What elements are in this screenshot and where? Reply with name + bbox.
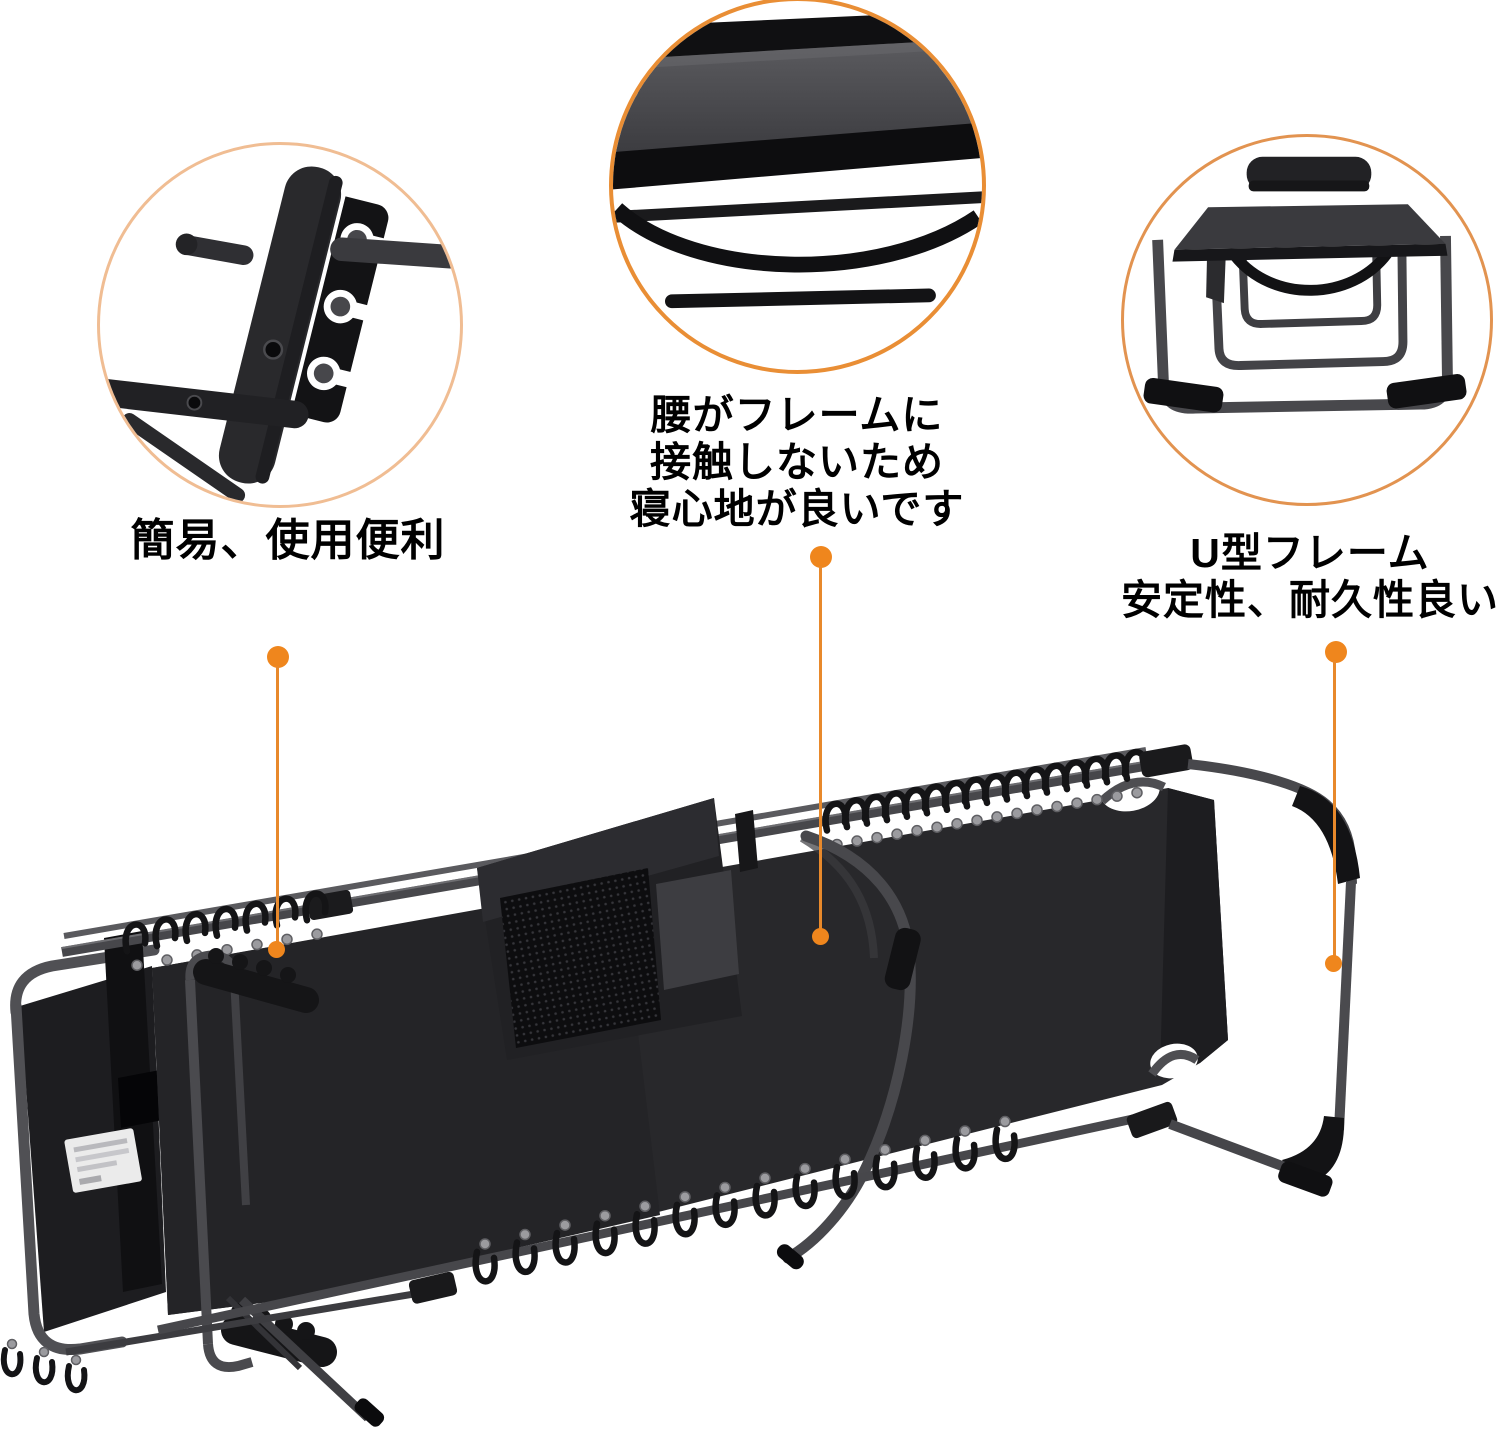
- middle-folding-leg: [776, 830, 921, 1270]
- u-shape-end-frame: [1139, 744, 1360, 1197]
- callout-dot-left-top: [267, 646, 289, 668]
- callout-line-middle: [819, 566, 822, 938]
- bungee-cords-head-corner: [0, 1338, 88, 1394]
- side-storage-pocket: [477, 798, 758, 1060]
- detail-circle-hinge-closeup: [97, 142, 463, 508]
- frame-gap-illustration: [613, 10, 982, 309]
- callout-dot-left-bottom: [268, 941, 285, 958]
- detail-circle-folded-end-view: [1121, 134, 1493, 506]
- hinge-closeup-illustration: [100, 166, 460, 503]
- hinge-comb-bracket-top: [193, 948, 319, 1013]
- folded-end-view-illustration: [1143, 156, 1467, 414]
- cot-head-end: [10, 931, 166, 1356]
- care-label-tag: [64, 1128, 142, 1193]
- callout-line-left: [276, 666, 279, 950]
- callout-label-u-frame: U型フレーム 安定性、耐久性良い: [1060, 530, 1500, 624]
- callout-dot-middle-bottom: [812, 928, 829, 945]
- callout-line: 寝心地が良いです: [629, 486, 965, 532]
- callout-line: 接触しないため: [650, 439, 944, 485]
- callout-label-simple-use: 簡易、使用便利: [38, 517, 538, 564]
- callout-dot-right-bottom: [1325, 955, 1342, 972]
- callout-line: 安定性、耐久性良い: [1121, 577, 1499, 623]
- detail-circle-frame-gap-closeup: [609, 0, 986, 374]
- callout-line: U型フレーム: [1190, 530, 1430, 576]
- bungee-cords-top-edge: [122, 748, 1149, 971]
- callout-line-right: [1333, 661, 1336, 965]
- callout-dot-middle-top: [810, 546, 832, 568]
- callout-line: 腰がフレームに: [650, 392, 944, 438]
- callout-line: 簡易、使用便利: [130, 516, 446, 565]
- callout-dot-right-top: [1325, 641, 1347, 663]
- callout-label-comfort: 腰がフレームに 接触しないため 寝心地が良いです: [597, 392, 997, 533]
- bungee-cords-bottom-edge: [472, 1115, 1018, 1285]
